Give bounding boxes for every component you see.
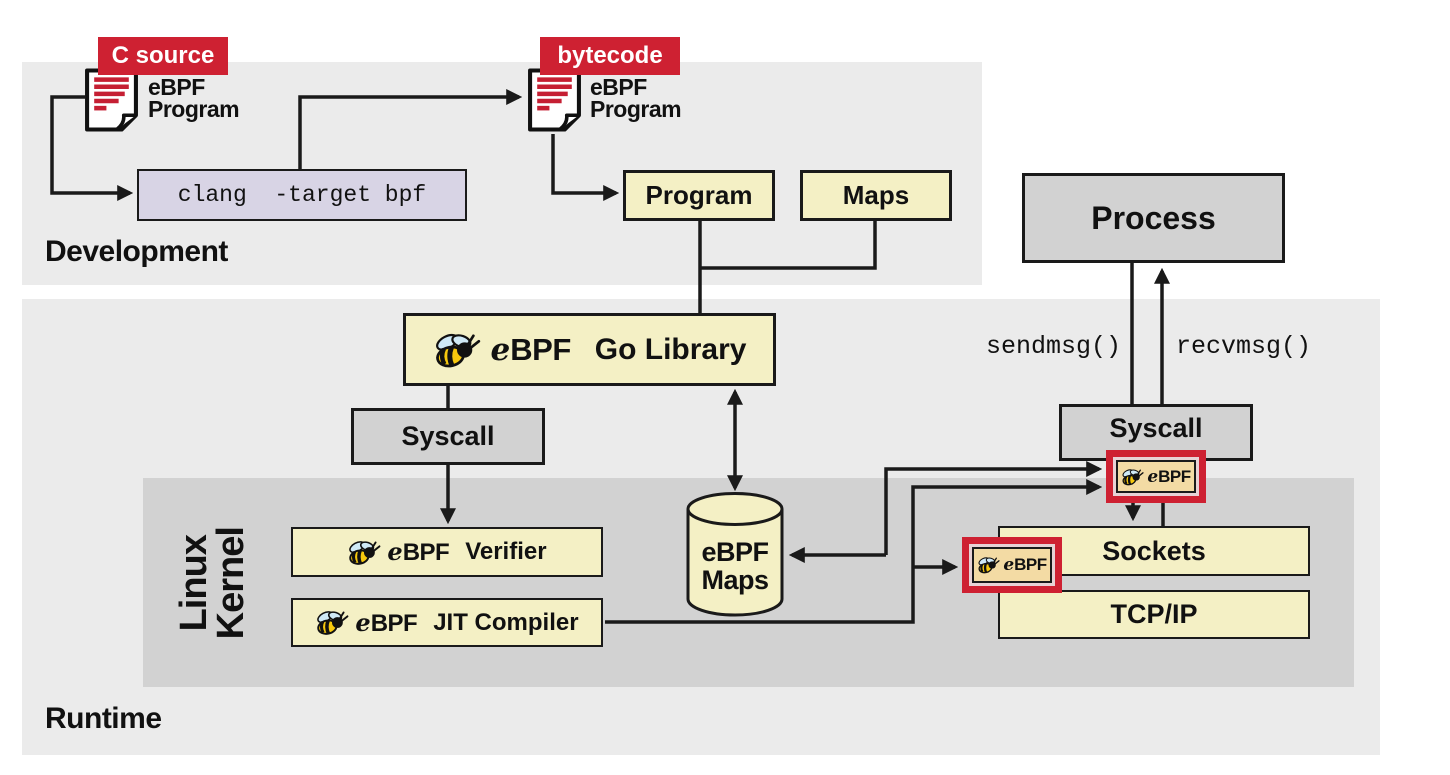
- clang-command: clang -target bpf: [177, 182, 427, 208]
- clang-box: clang -target bpf: [137, 169, 467, 221]
- ebpf-bee-icon: [347, 538, 382, 566]
- tcpip-box: TCP/IP: [998, 590, 1310, 639]
- ebpf-maps-label-line2: Maps: [701, 565, 769, 596]
- ebpf-maps-label: eBPF Maps: [685, 538, 785, 595]
- arrow-bytecode-to-program: [551, 134, 620, 201]
- ebpf-logo-bpf: BPF: [1014, 555, 1047, 574]
- bytecode-file-label: eBPF Program: [590, 74, 682, 122]
- c-source-file-label: eBPF Program: [148, 74, 240, 122]
- maps-box: Maps: [800, 170, 952, 221]
- ebpf-logo-e: e: [1003, 555, 1015, 575]
- syscall-user-box: Syscall: [351, 408, 545, 465]
- bytecode-tag: bytecode: [540, 37, 680, 75]
- ebpf-maps-cylinder: [685, 490, 785, 623]
- line-maps-join: [700, 221, 877, 270]
- bytecode-file-label-line2: Program: [590, 95, 682, 122]
- sendmsg-label: sendmsg(): [986, 332, 1122, 361]
- ebpf-logo-bpf: BPF: [370, 609, 418, 637]
- arrow-jit-to-syscall-badge: [605, 479, 1103, 624]
- verifier-label: Verifier: [465, 538, 547, 565]
- syscall-net-box: Syscall: [1059, 404, 1253, 461]
- ebpf-bee-icon: [1121, 467, 1145, 486]
- ebpf-logo-e: e: [355, 607, 371, 637]
- ebpf-bee-icon: [315, 609, 350, 636]
- runtime-label: Runtime: [45, 702, 162, 735]
- c-source-tag: C source: [98, 37, 228, 75]
- arrow-clang-to-bytecode: [298, 89, 523, 169]
- recvmsg-label: recvmsg(): [1176, 332, 1312, 361]
- ebpf-logo-bpf: BPF: [510, 331, 571, 367]
- ebpf-maps-label-line1: eBPF: [701, 537, 769, 567]
- c-source-file-label-line2: Program: [148, 95, 240, 122]
- bytecode-file-label-line1: eBPF: [590, 74, 647, 100]
- c-source-file-icon: [83, 67, 140, 133]
- ebpf-logo-e: e: [490, 331, 511, 368]
- jit-compiler-label: JIT Compiler: [433, 608, 579, 636]
- ebpf-logo-e: e: [1147, 466, 1159, 487]
- go-library-label: Go Library: [594, 332, 747, 366]
- c-source-file-label-line1: eBPF: [148, 74, 205, 100]
- arrow-to-syscall-badge-top: [884, 461, 1103, 555]
- program-box: Program: [623, 170, 775, 221]
- ebpf-bee-icon: [977, 556, 1001, 574]
- arrow-csource-to-clang: [50, 95, 134, 201]
- ebpf-logo-bpf: BPF: [1158, 466, 1191, 486]
- ebpf-logo-bpf: BPF: [402, 539, 450, 566]
- ebpf-bee-icon: [433, 331, 481, 369]
- development-label: Development: [45, 235, 228, 268]
- ebpf-logo-e: e: [387, 537, 403, 566]
- bytecode-file-icon: [526, 67, 583, 133]
- process-box: Process: [1022, 173, 1285, 263]
